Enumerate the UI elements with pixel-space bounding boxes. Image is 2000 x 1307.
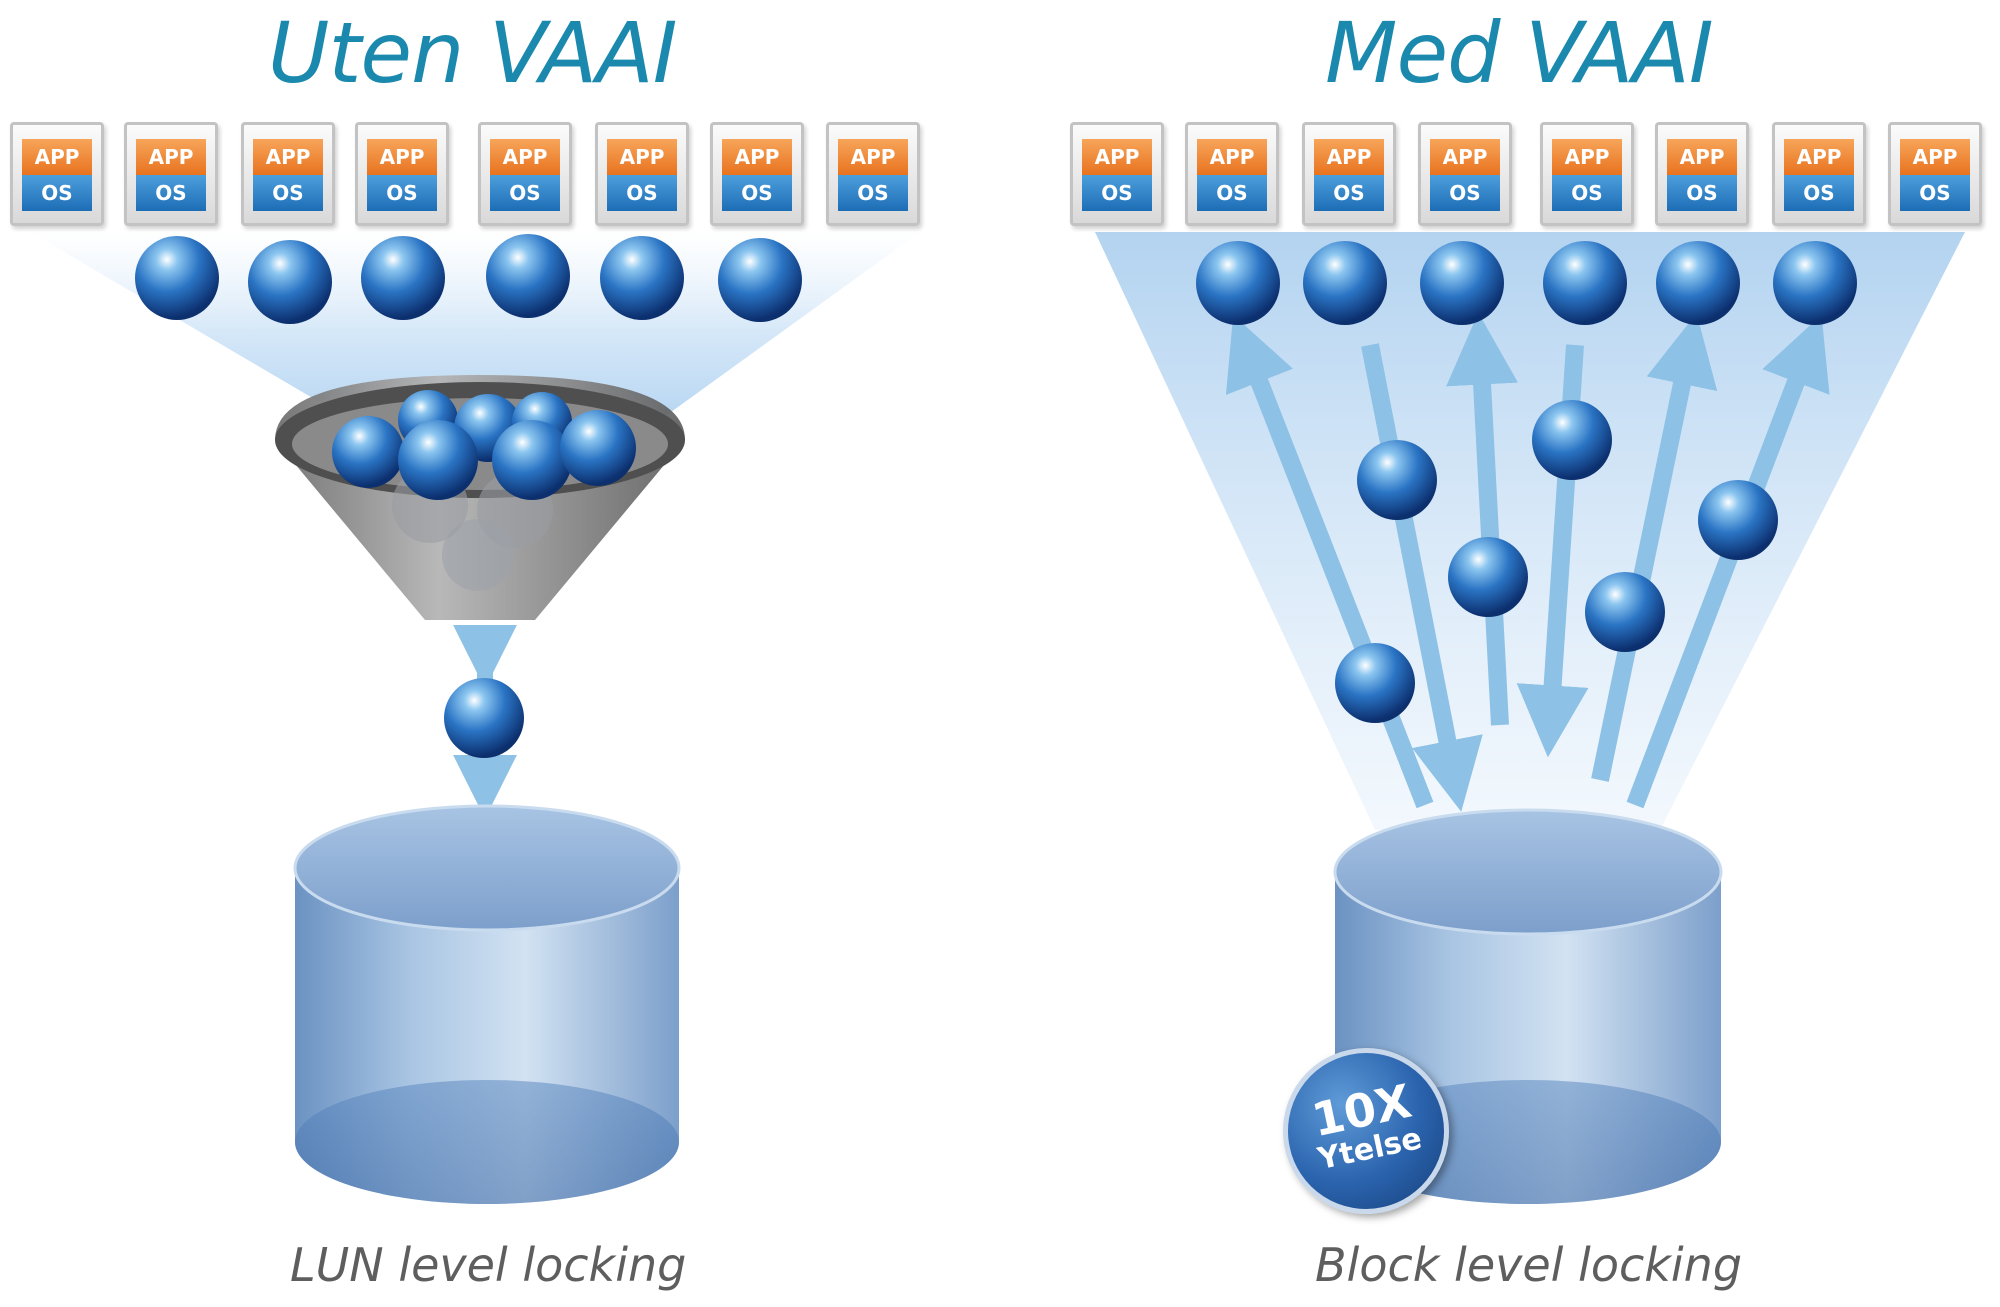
right-io-sphere bbox=[1543, 241, 1627, 325]
app-label: APP bbox=[1784, 139, 1854, 175]
app-label: APP bbox=[838, 139, 908, 175]
app-label: APP bbox=[22, 139, 92, 175]
app-label: APP bbox=[1900, 139, 1970, 175]
app-label: APP bbox=[1667, 139, 1737, 175]
os-label: OS bbox=[1900, 175, 1970, 211]
io-arrow-up bbox=[1225, 314, 1434, 809]
os-label: OS bbox=[136, 175, 206, 211]
left-title: Uten VAAI bbox=[268, 4, 677, 102]
app-label: APP bbox=[1430, 139, 1500, 175]
in-flight-spheres bbox=[1335, 400, 1778, 723]
left-io-sphere bbox=[600, 236, 684, 320]
os-label: OS bbox=[1667, 175, 1737, 211]
right-sphere-row bbox=[1196, 241, 1857, 325]
left-io-sphere bbox=[248, 240, 332, 324]
left-io-sphere bbox=[135, 236, 219, 320]
os-label: OS bbox=[1784, 175, 1854, 211]
in-flight-sphere bbox=[1532, 400, 1612, 480]
app-label: APP bbox=[1082, 139, 1152, 175]
os-label: OS bbox=[22, 175, 92, 211]
in-flight-sphere bbox=[1585, 572, 1665, 652]
left-io-sphere bbox=[361, 236, 445, 320]
right-io-sphere bbox=[1420, 241, 1504, 325]
left-sphere-row bbox=[135, 234, 802, 324]
right-title: Med VAAI bbox=[1325, 4, 1714, 102]
os-label: OS bbox=[607, 175, 677, 211]
right-arrows bbox=[1225, 312, 1830, 812]
os-label: OS bbox=[1552, 175, 1622, 211]
app-label: APP bbox=[722, 139, 792, 175]
left-io-sphere bbox=[718, 238, 802, 322]
right-io-sphere bbox=[1773, 241, 1857, 325]
app-label: APP bbox=[1314, 139, 1384, 175]
left-storage-cylinder bbox=[293, 804, 681, 1204]
in-flight-sphere bbox=[1698, 480, 1778, 560]
os-label: OS bbox=[367, 175, 437, 211]
app-label: APP bbox=[136, 139, 206, 175]
right-io-sphere bbox=[1656, 241, 1740, 325]
funnel-sphere bbox=[492, 420, 572, 500]
os-label: OS bbox=[1430, 175, 1500, 211]
os-label: OS bbox=[1197, 175, 1267, 211]
right-light-beam bbox=[1095, 232, 1965, 830]
app-label: APP bbox=[1552, 139, 1622, 175]
right-io-sphere bbox=[1196, 241, 1280, 325]
in-flight-sphere bbox=[1357, 440, 1437, 520]
io-arrow-up bbox=[1591, 313, 1718, 782]
right-caption: Block level locking bbox=[1315, 1238, 1743, 1292]
app-label: APP bbox=[367, 139, 437, 175]
os-label: OS bbox=[1314, 175, 1384, 211]
os-label: OS bbox=[1082, 175, 1152, 211]
single-io-sphere bbox=[444, 678, 524, 758]
os-label: OS bbox=[490, 175, 560, 211]
left-io-sphere bbox=[486, 234, 570, 318]
funnel-sphere bbox=[560, 410, 636, 486]
right-io-sphere bbox=[1303, 241, 1387, 325]
app-label: APP bbox=[490, 139, 560, 175]
io-arrow-up bbox=[1626, 314, 1830, 809]
os-label: OS bbox=[722, 175, 792, 211]
os-label: OS bbox=[253, 175, 323, 211]
funnel-sphere bbox=[332, 416, 404, 488]
io-arrow-down bbox=[1361, 343, 1483, 812]
app-label: APP bbox=[1197, 139, 1267, 175]
os-label: OS bbox=[838, 175, 908, 211]
io-arrow-up bbox=[1446, 312, 1519, 726]
app-label: APP bbox=[253, 139, 323, 175]
app-label: APP bbox=[607, 139, 677, 175]
funnel-sphere bbox=[398, 420, 478, 500]
in-flight-sphere bbox=[1448, 537, 1528, 617]
left-caption: LUN level locking bbox=[290, 1238, 687, 1292]
funnel bbox=[275, 375, 685, 620]
in-flight-sphere bbox=[1335, 643, 1415, 723]
